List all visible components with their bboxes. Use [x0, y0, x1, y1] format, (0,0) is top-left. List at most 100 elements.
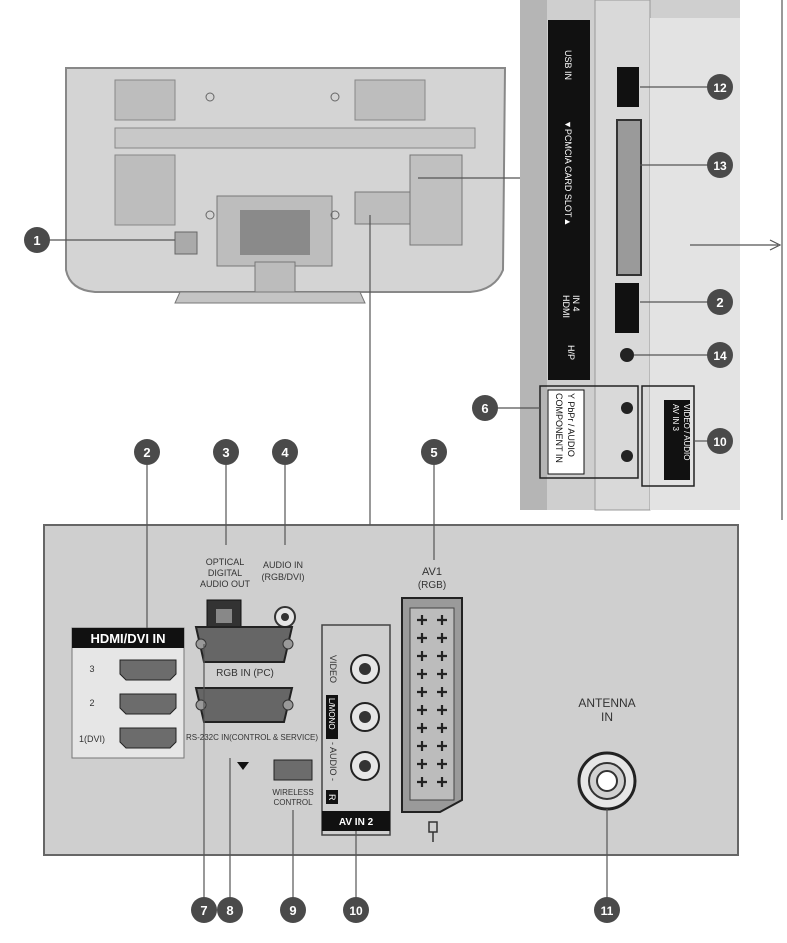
optical-label-1: OPTICAL — [206, 557, 245, 567]
tv-power-socket — [174, 231, 198, 255]
av1-label-2: (RGB) — [418, 580, 446, 591]
callout-10-rear: 10 — [343, 897, 369, 923]
tv-screw — [330, 92, 340, 102]
scart-pin — [417, 705, 427, 715]
av3-label-bg — [664, 400, 690, 480]
callout-2-side: 2 — [707, 289, 733, 315]
usb-port — [617, 67, 639, 107]
callout-4-number: 4 — [281, 445, 289, 460]
hdmi-port-1-label: 1(DVI) — [79, 734, 105, 744]
hdmi-dvi-title: HDMI/DVI IN — [90, 631, 165, 646]
side-panel-view: USB IN ▼PCMCIA CARD SLOT▲ HDMI IN 4 H/P … — [520, 0, 783, 520]
av1-scart-pins — [417, 615, 447, 787]
scart-pin — [437, 741, 447, 751]
tv-stand-base — [174, 291, 366, 304]
av1-label-1: AV1 — [422, 566, 442, 578]
tv-side-module — [409, 154, 463, 246]
side-panel-label-strip — [548, 20, 590, 380]
side-labels: USB IN ▼PCMCIA CARD SLOT▲ HDMI IN 4 H/P — [561, 50, 581, 360]
scart-pin — [417, 651, 427, 661]
audio-in-label-1: AUDIO IN — [263, 560, 303, 570]
av3-label-2: VIDEO / AUDIO — [682, 404, 691, 460]
callout-12: 12 — [707, 74, 733, 100]
callout-2-rear-number: 2 — [143, 445, 150, 460]
pcmcia-label: ▼PCMCIA CARD SLOT▲ — [563, 120, 573, 226]
r-label: R — [327, 794, 337, 801]
av-in2-label: AV IN 2 — [339, 817, 374, 828]
tv-rear-terminal-box — [354, 191, 411, 225]
callout-6-number: 6 — [481, 401, 488, 416]
scart-pin — [417, 777, 427, 787]
tv-stand-neck — [254, 261, 296, 293]
scart-pin — [437, 723, 447, 733]
headphone-label: H/P — [566, 345, 576, 360]
r-label-bg — [326, 790, 338, 804]
rs232c-label: RS-232C IN(CONTROL & SERVICE) — [186, 733, 318, 742]
rs232c-port — [194, 687, 294, 723]
antenna-label-1: ANTENNA — [578, 696, 635, 710]
hdmi-port-3 — [119, 659, 177, 681]
tv-back-view — [65, 67, 507, 304]
tv-screw — [205, 210, 215, 220]
av2-video-jack-core — [359, 663, 371, 675]
tv-vent-top-right — [354, 79, 426, 121]
hdmi4-port — [615, 283, 639, 333]
wireless-arrow — [237, 762, 249, 770]
scart-pin — [437, 633, 447, 643]
wireless-control-port — [273, 759, 313, 781]
rgb-in-label: RGB IN (PC) — [216, 668, 274, 679]
callout-14-number: 14 — [713, 349, 727, 363]
callout-11: 11 — [594, 897, 620, 923]
component-box — [539, 385, 639, 479]
scart-pin — [437, 651, 447, 661]
callout-badges: 1 12 13 2 14 6 10 2 3 4 5 7 8 9 10 11 — [24, 74, 733, 923]
rear-connection-panel: HDMI/DVI IN 3 2 1(DVI) OPTICAL DIGITAL A… — [43, 524, 739, 856]
scart-ground-symbol — [428, 821, 438, 842]
callout-8-number: 8 — [226, 903, 233, 918]
callout-11-number: 11 — [601, 904, 614, 918]
callout-10-rear-number: 10 — [349, 904, 363, 918]
av2-audio-l-jack-core — [359, 711, 371, 723]
callout-8: 8 — [217, 897, 243, 923]
callout-10-side: 10 — [707, 428, 733, 454]
tv-vent-mid-left — [114, 154, 176, 226]
rs232-screw-right — [282, 699, 294, 711]
component-label-bg — [547, 389, 585, 475]
rgb-screw-right — [282, 638, 294, 650]
callout-3-number: 3 — [222, 445, 229, 460]
component-label-2: Y PbPr / AUDIO — [566, 393, 576, 457]
callout-14: 14 — [707, 342, 733, 368]
callout-13-number: 13 — [713, 159, 727, 173]
av2-audio-r-jack-core — [359, 760, 371, 772]
leader-side-arrowhead — [769, 239, 782, 251]
hdmi4-label-2: IN 4 — [571, 295, 581, 312]
scart-pin — [417, 741, 427, 751]
scart-pin — [417, 687, 427, 697]
component-label-1: COMPONENT IN — [554, 393, 564, 463]
scart-pin — [417, 759, 427, 769]
wireless-label-2: CONTROL — [273, 798, 313, 807]
scart-pin — [417, 669, 427, 679]
lmono-label: L/MONO — [327, 698, 336, 730]
av-in2-label-bg — [322, 811, 390, 831]
callout-2-rear: 2 — [134, 439, 160, 465]
tv-vent-top-left — [114, 79, 176, 121]
tv-middle-band — [114, 127, 476, 149]
audio-in-label-2: (RGB/DVI) — [261, 572, 304, 582]
scart-pin — [437, 669, 447, 679]
callout-5: 5 — [421, 439, 447, 465]
hdmi-dvi-title-bg — [72, 628, 184, 648]
callout-4: 4 — [272, 439, 298, 465]
hdmi4-label-1: HDMI — [561, 295, 571, 318]
av3-box — [641, 385, 695, 487]
video-label: VIDEO — [328, 655, 338, 683]
scart-pin — [417, 615, 427, 625]
audio-label: - AUDIO - — [328, 742, 338, 781]
scart-pin — [417, 723, 427, 733]
hdmi-port-2-label: 2 — [89, 698, 94, 708]
scart-pin — [437, 759, 447, 769]
optical-label-2: DIGITAL — [208, 568, 242, 578]
side-panel-edge — [520, 0, 547, 510]
callout-9: 9 — [280, 897, 306, 923]
